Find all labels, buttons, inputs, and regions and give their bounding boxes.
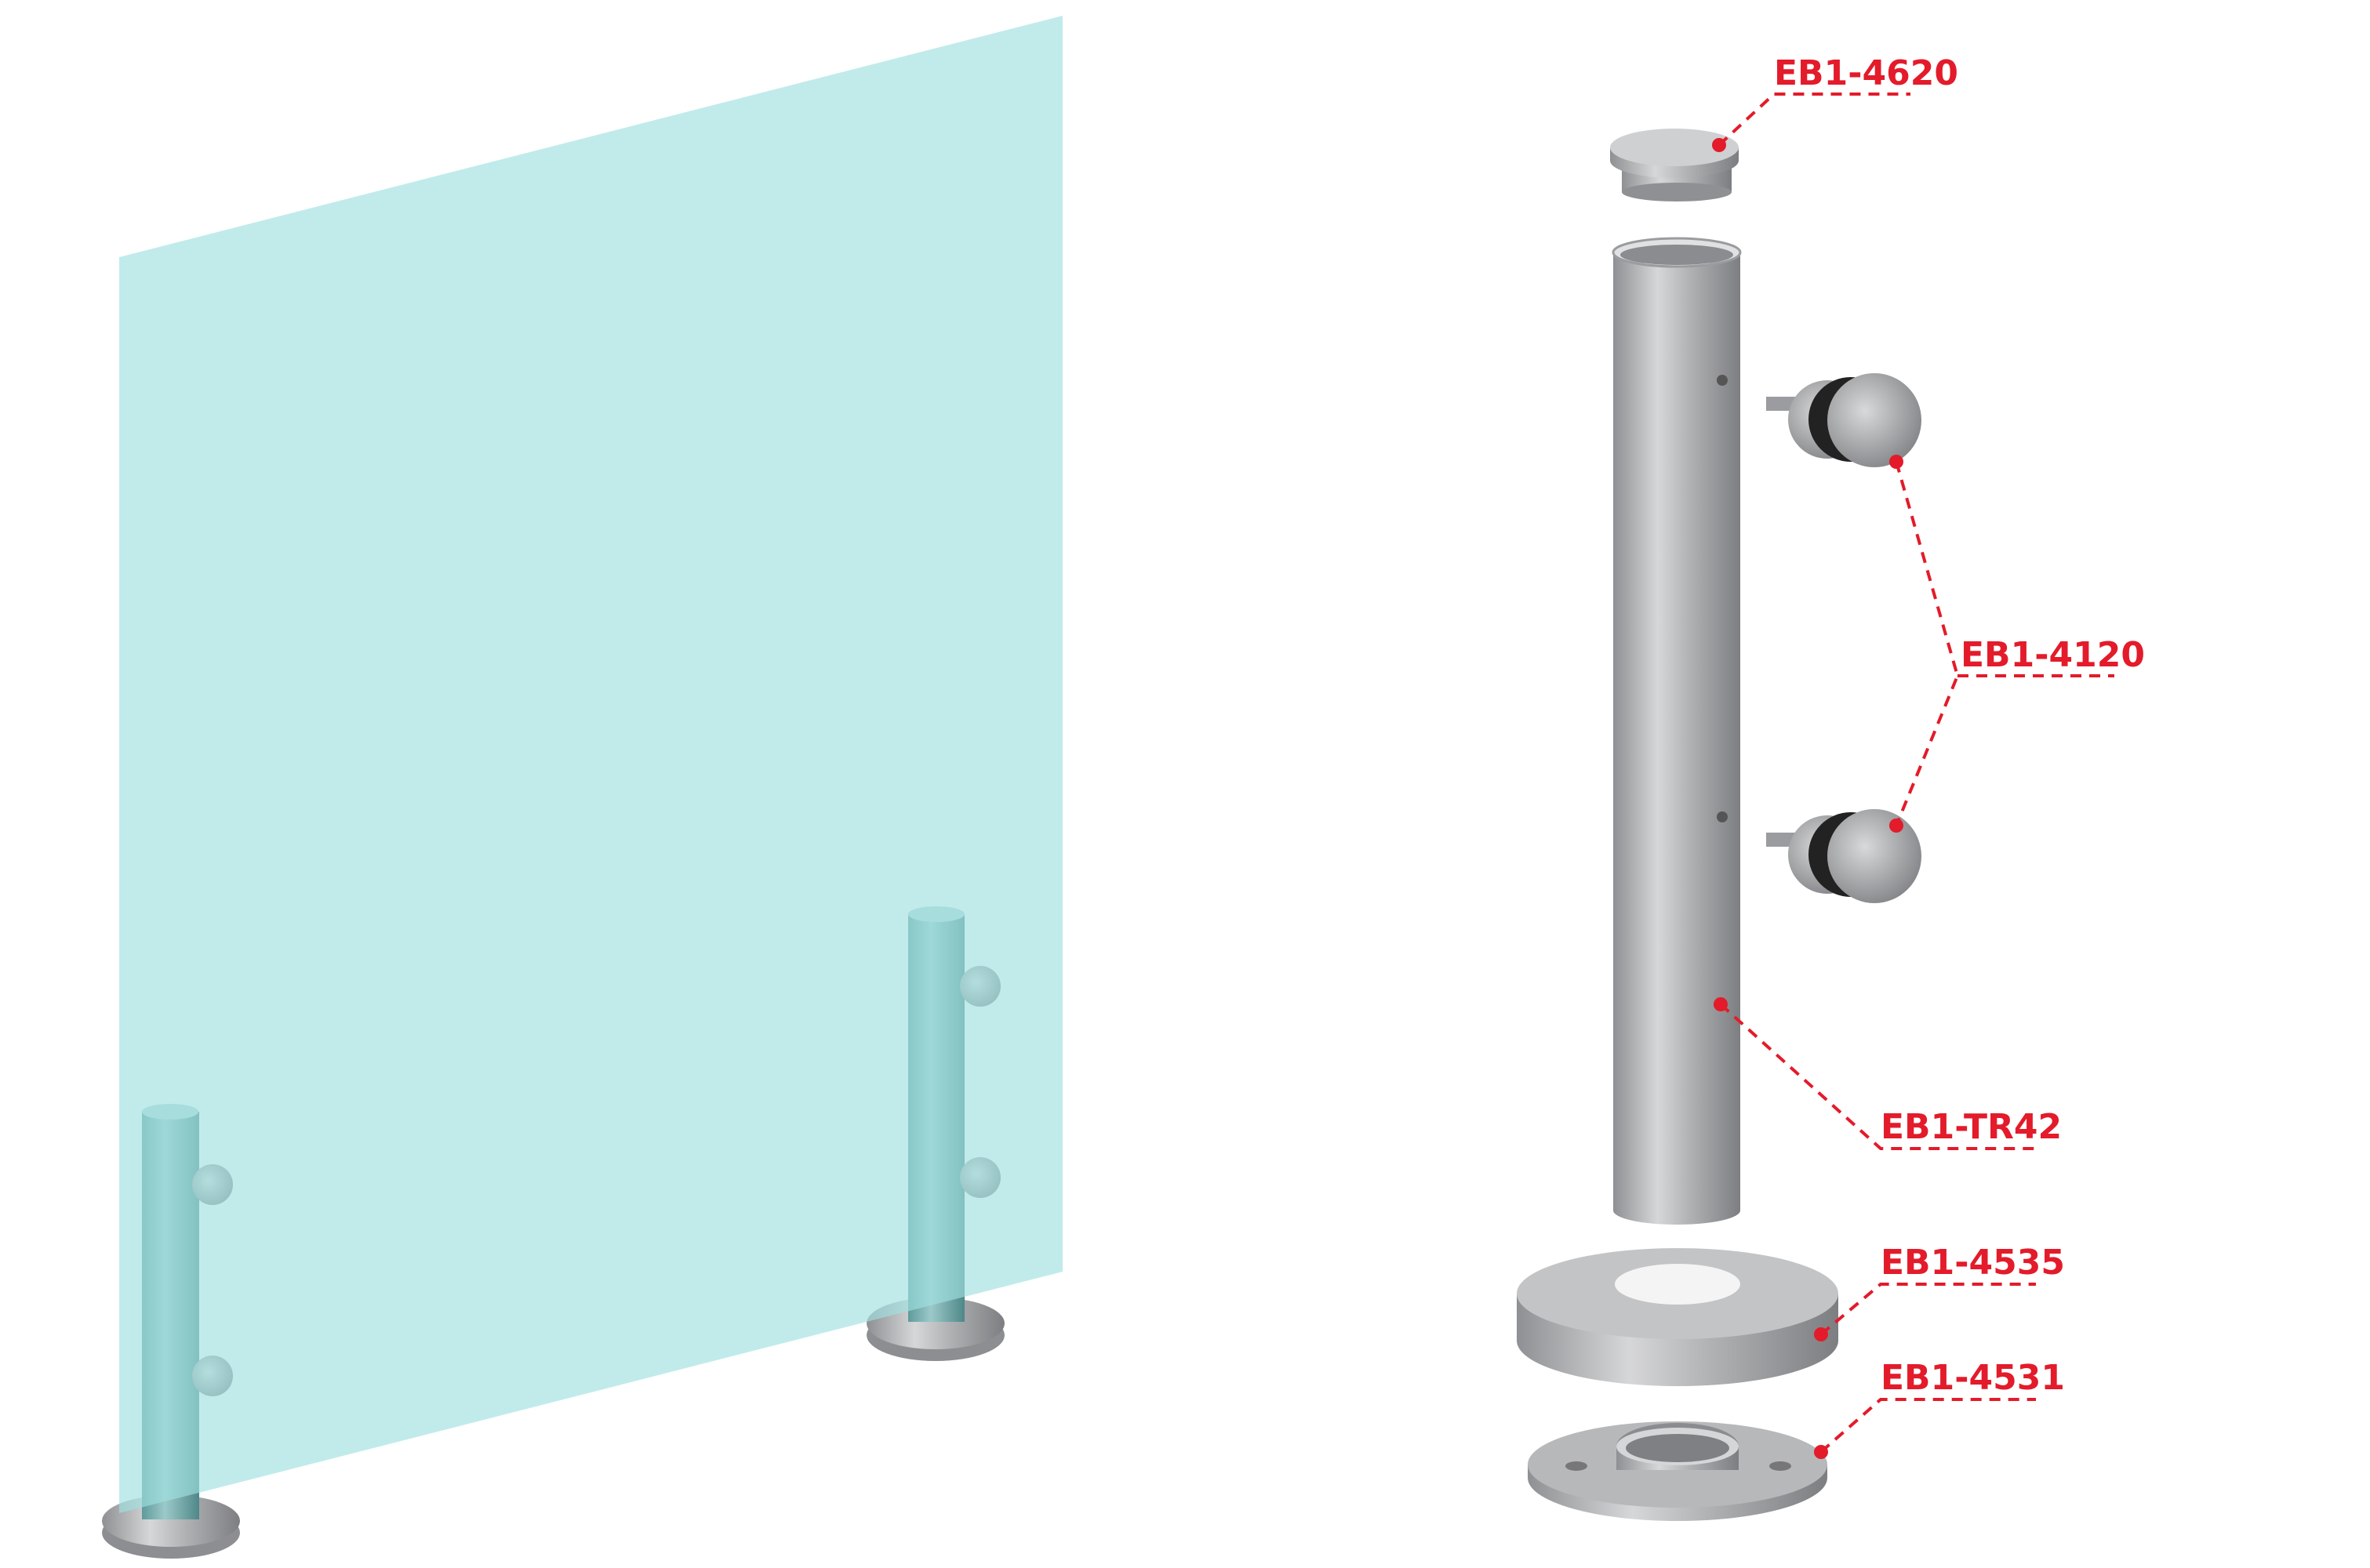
part-code-label: EB1-4120: [1961, 635, 2145, 675]
exploded-view: [1517, 129, 1921, 1521]
part-code-label: EB1-4620: [1774, 53, 1958, 93]
end-cap: [1610, 129, 1739, 201]
base-flange: [1528, 1421, 1827, 1521]
part-code-label: EB1-4535: [1881, 1243, 2065, 1283]
glass-panel: [119, 16, 1063, 1513]
glass-clamp-bottom: [1766, 809, 1921, 903]
part-code-label: EB1-4531: [1881, 1358, 2065, 1398]
tube-post: [1612, 237, 1742, 1225]
callout-glass-clamp: EB1-4120: [1889, 455, 2145, 833]
glass-clamp-top: [1766, 373, 1921, 467]
assembled-view: [102, 16, 1063, 1559]
cover-ring: [1517, 1248, 1838, 1386]
callout-end-cap: EB1-4620: [1712, 53, 1958, 152]
callout-tube-post: EB1-TR42: [1714, 997, 2062, 1150]
callout-base-flange: EB1-4531: [1814, 1358, 2065, 1459]
part-code-label: EB1-TR42: [1881, 1107, 2062, 1147]
callout-cover-ring: EB1-4535: [1814, 1243, 2065, 1341]
